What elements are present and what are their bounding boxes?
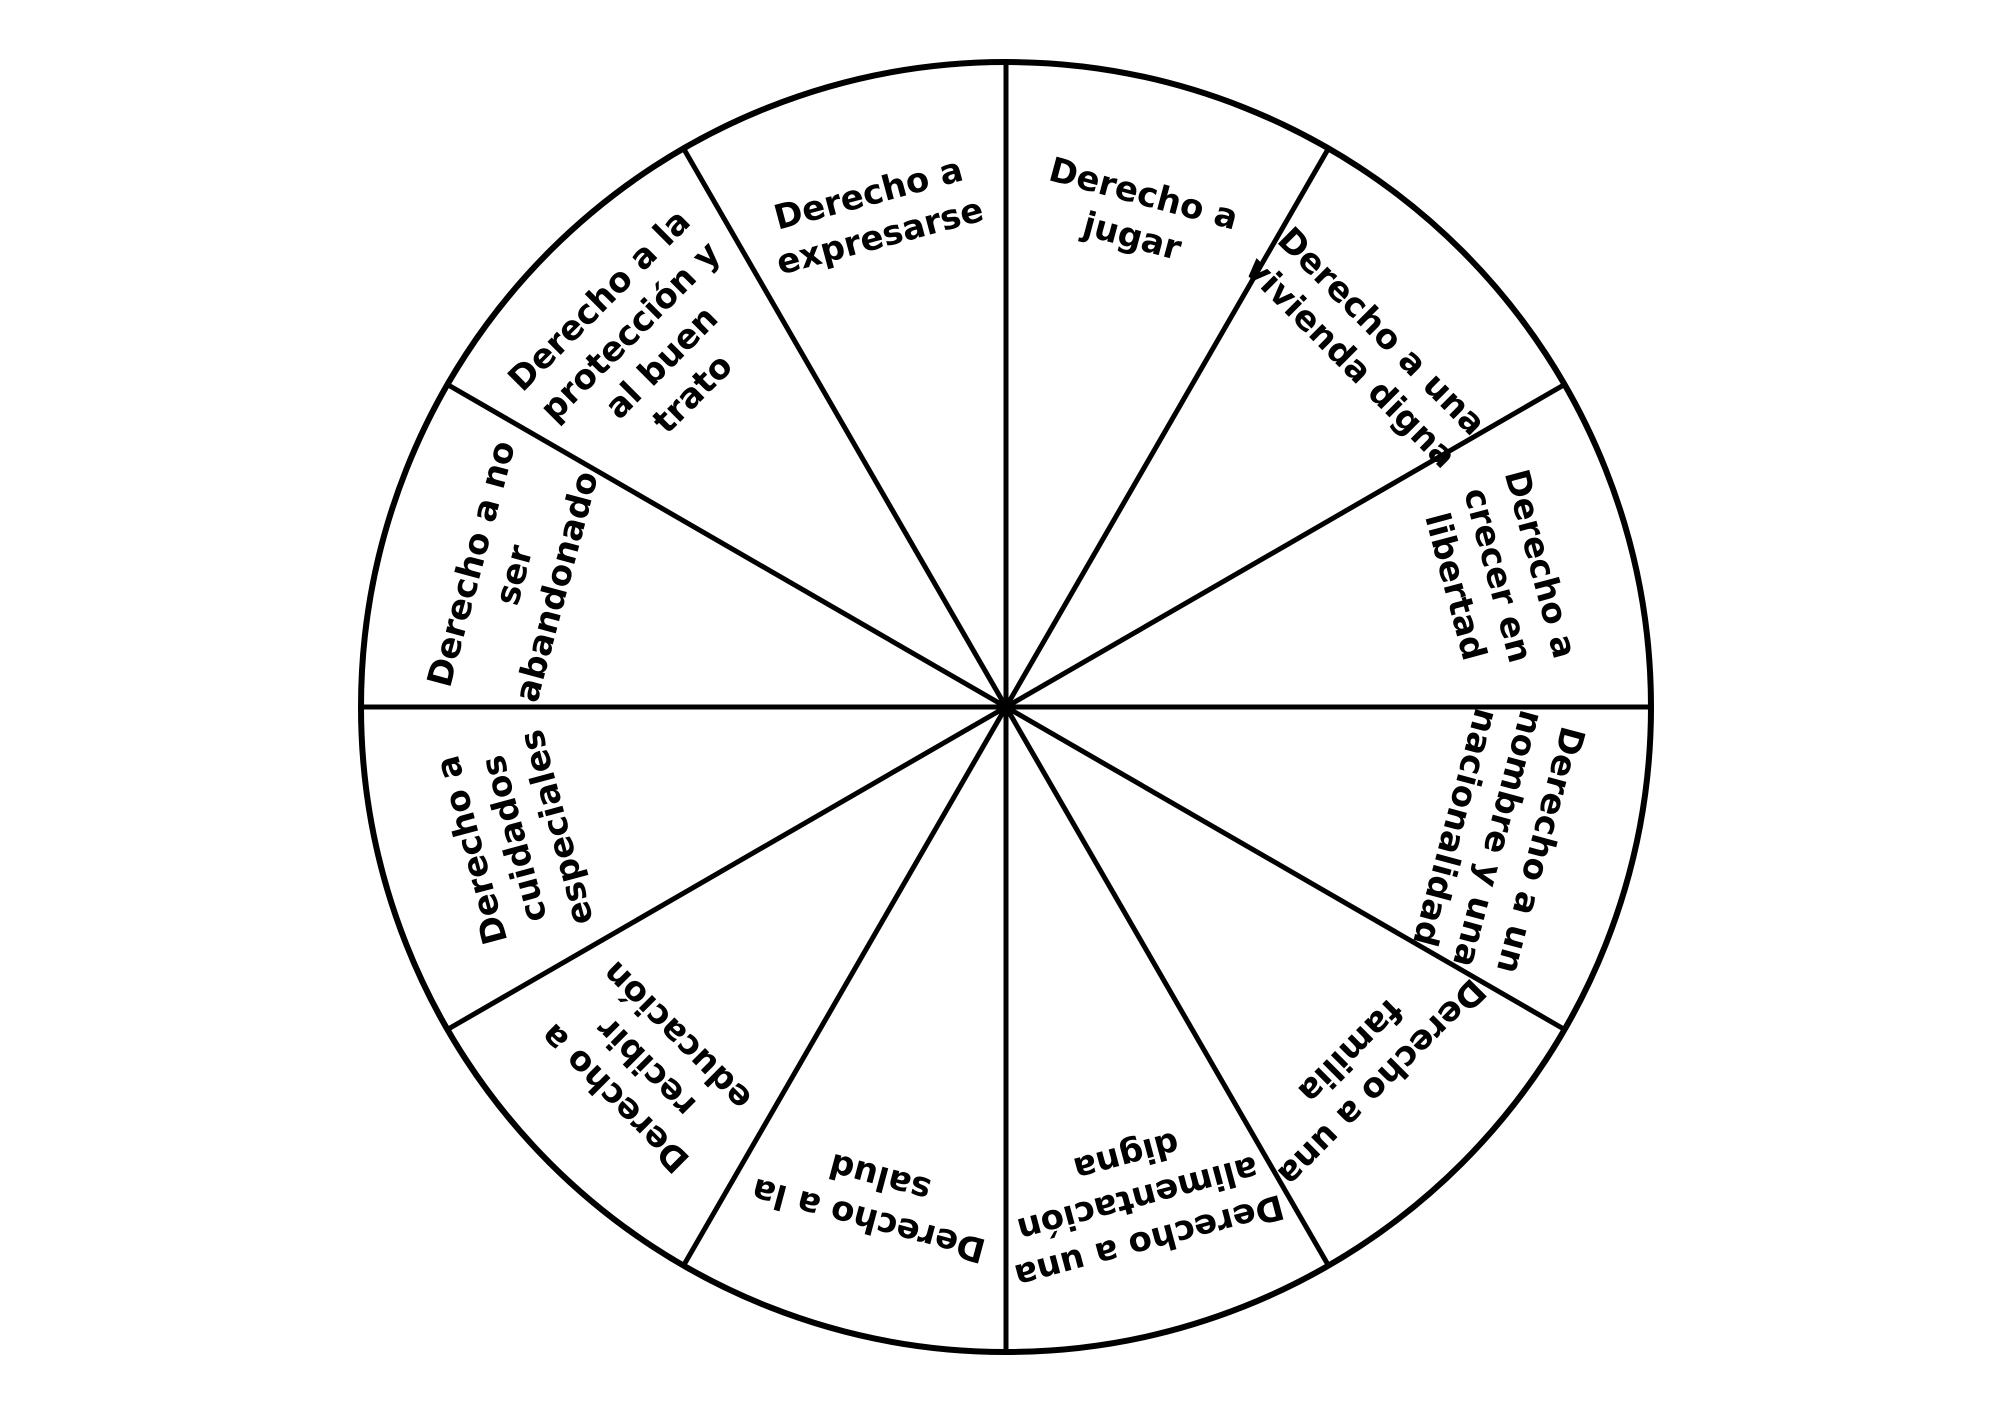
divider-line	[681, 705, 1009, 1267]
divider-line	[1003, 705, 1331, 1267]
divider-line	[1004, 382, 1566, 710]
divider-line	[446, 382, 1008, 710]
wheel-dividers	[361, 62, 1651, 1352]
divider-line	[446, 704, 1008, 1032]
divider-line	[1004, 704, 1566, 1032]
divider-line	[1003, 147, 1331, 709]
divider-line	[681, 147, 1009, 709]
